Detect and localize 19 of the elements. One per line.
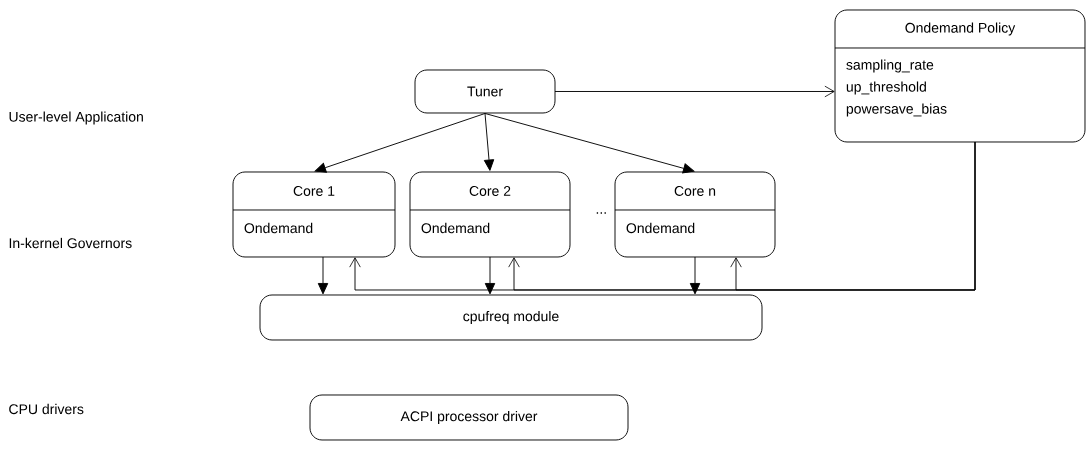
layer-label: In-kernel Governors [9, 237, 132, 249]
class-box: Ondemand Policy sampling_rate up_threshold powersave_bias [834, 9, 1086, 143]
rounded-box: ACPI processor driver [309, 394, 629, 441]
arrow [483, 113, 495, 171]
arrow [730, 141, 976, 291]
layer-label: User-level Application [9, 111, 143, 125]
ellipsis: ... [596, 212, 606, 214]
arrow [314, 113, 486, 173]
arrow [484, 113, 695, 174]
rounded-box: cpufreq module [259, 294, 763, 341]
arrow [317, 256, 329, 295]
class-box: Core 2 Ondemand [409, 171, 571, 258]
arrow [554, 85, 835, 98]
class-box: Core n Ondemand [614, 171, 776, 258]
arrow [484, 256, 496, 295]
layer-label: CPU drivers [9, 403, 84, 415]
arrow [689, 256, 701, 295]
rounded-box: Tuner [414, 69, 556, 114]
class-box: Core 1 Ondemand [232, 171, 396, 258]
